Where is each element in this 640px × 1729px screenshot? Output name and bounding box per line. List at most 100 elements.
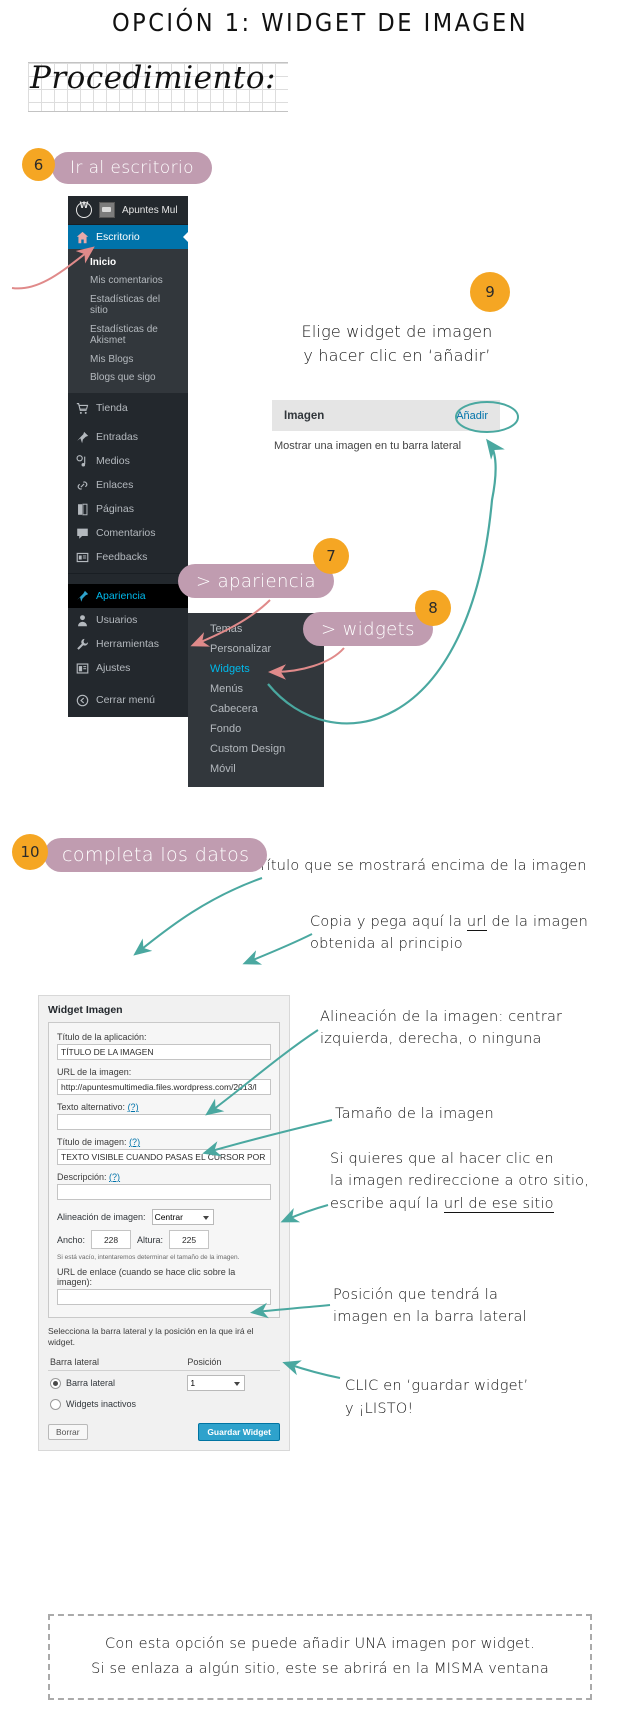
available-widget-imagen[interactable]: Imagen Añadir Mostrar una imagen en tu b… <box>272 400 500 452</box>
sidebar-item-escritorio[interactable]: Escritorio <box>68 225 189 249</box>
sidebar-item-usuarios[interactable]: Usuarios <box>68 608 188 632</box>
procedimiento-label: Procedimiento: <box>30 60 276 96</box>
sidebar-lower-group: Apariencia Usuarios Herramientas <box>68 573 188 717</box>
note-link-link-words: url de ese sitio <box>443 1195 554 1213</box>
titulo-aplicacion-input[interactable] <box>57 1044 271 1060</box>
step-label-apariencia: > apariencia <box>178 564 334 598</box>
field-titulo-aplicacion: Título de la aplicación: <box>57 1032 271 1060</box>
submenu-item-inicio[interactable]: Inicio <box>90 256 117 268</box>
url-enlace-input[interactable] <box>57 1289 271 1305</box>
submenu-item-menus[interactable]: Menús <box>210 683 244 695</box>
submenu-item-fondo[interactable]: Fondo <box>210 723 242 735</box>
field-url-imagen: URL de la imagen: <box>57 1067 271 1095</box>
note-save-widget: CLIC en ‘guardar widget’ y ¡LISTO! <box>345 1375 625 1421</box>
cell-widgets-inactivos[interactable]: Widgets inactivos <box>48 1395 185 1414</box>
sidebar-item-label: Páginas <box>96 503 134 515</box>
sidebar-item-label: Entradas <box>96 431 139 443</box>
table-header-row: Barra lateral Posición <box>48 1354 280 1372</box>
sidebar-item-herramientas[interactable]: Herramientas <box>68 632 188 656</box>
field-label-text: Descripción: <box>57 1172 107 1182</box>
table-row[interactable]: Widgets inactivos <box>48 1395 280 1414</box>
sidebar-item-label: Cerrar menú <box>96 694 155 706</box>
note-link-line2: la imagen redireccione a otro sitio, <box>330 1173 590 1190</box>
submenu-item-mis-comentarios[interactable]: Mis comentarios <box>90 275 163 286</box>
step-number-7: 7 <box>313 538 349 574</box>
sidebar-item-comentarios[interactable]: Comentarios <box>68 521 188 545</box>
radio-label: Widgets inactivos <box>66 1399 137 1410</box>
dashboard-submenu[interactable]: Inicio Mis comentarios Estadísticas del … <box>68 249 188 393</box>
texto-alternativo-input[interactable] <box>57 1114 271 1130</box>
note-url-link-word: url <box>466 914 487 931</box>
sidebar-item-tienda[interactable]: Tienda <box>68 396 188 420</box>
step-label-completa-los-datos: completa los datos <box>44 838 268 872</box>
descripcion-input[interactable] <box>57 1184 271 1200</box>
sidebar-item-label: Ajustes <box>96 662 131 674</box>
step-number-10: 10 <box>12 834 48 870</box>
appearance-submenu[interactable]: Temas Personalizar Widgets Menús Cabecer… <box>188 613 324 787</box>
field-label: Texto alternativo: (?) <box>57 1102 271 1112</box>
field-label: URL de la imagen: <box>57 1067 132 1077</box>
field-dimensiones: Ancho: Altura: <box>57 1230 271 1249</box>
form-footer: Borrar Guardar Widget <box>48 1423 280 1442</box>
sidebar-item-enlaces[interactable]: Enlaces <box>68 473 188 497</box>
delete-button[interactable]: Borrar <box>48 1424 88 1441</box>
submenu-item-cabecera[interactable]: Cabecera <box>210 703 258 715</box>
widget-name-label: Imagen <box>284 409 325 422</box>
site-name-label[interactable]: Apuntes Mul <box>122 204 178 216</box>
help-link-icon[interactable]: (?) <box>129 1137 141 1147</box>
titulo-imagen-input[interactable] <box>57 1149 271 1165</box>
wrench-icon <box>77 638 89 650</box>
media-icon <box>76 454 86 467</box>
field-label: Título de la aplicación: <box>57 1032 147 1042</box>
note-alignment: Alineación de la imagen: centrar izquier… <box>320 1009 563 1047</box>
table-row[interactable]: Barra lateral 1 <box>48 1371 280 1396</box>
submenu-item-estadisticas-akismet[interactable]: Estadísticas de Akismet <box>90 323 158 347</box>
note-choose-widget: Elige widget de imagen y hacer clic en ‘… <box>301 322 493 365</box>
note-save-line1: CLIC en ‘guardar widget’ <box>345 1378 529 1394</box>
col-barra-lateral: Barra lateral <box>48 1354 186 1372</box>
alineacion-select-wrapper[interactable]: Centrar <box>151 1209 214 1225</box>
cell-posicion[interactable]: 1 <box>185 1371 280 1396</box>
submenu-item-custom-design[interactable]: Custom Design <box>210 743 286 755</box>
sidebar-item-label: Usuarios <box>96 614 138 626</box>
sidebar-item-feedbacks[interactable]: Feedbacks <box>68 545 188 569</box>
sidebar-item-cerrar-menu[interactable]: Cerrar menú <box>68 688 188 717</box>
submenu-item-movil[interactable]: Móvil <box>210 763 236 775</box>
wp-admin-bar[interactable]: Apuntes Mul <box>68 196 188 225</box>
help-link-icon[interactable]: (?) <box>127 1102 139 1112</box>
help-link-icon[interactable]: (?) <box>109 1172 121 1182</box>
step-label-widgets: > widgets <box>303 612 433 646</box>
ancho-input[interactable] <box>91 1230 132 1249</box>
cell-barra-lateral[interactable]: Barra lateral <box>48 1371 185 1396</box>
field-label-text: Título de imagen: <box>57 1137 127 1147</box>
sidebar-item-paginas[interactable]: Páginas <box>68 497 188 521</box>
wordpress-logo-icon[interactable] <box>76 200 92 218</box>
posicion-select-wrapper[interactable]: 1 <box>187 1375 246 1392</box>
url-imagen-input[interactable] <box>57 1079 271 1095</box>
sidebar-item-ajustes[interactable]: Ajustes <box>68 656 188 680</box>
submenu-item-mis-blogs[interactable]: Mis Blogs <box>90 353 134 365</box>
step-number-8: 8 <box>415 590 451 626</box>
sidebar-item-entradas[interactable]: Entradas <box>68 425 188 449</box>
sidebar-item-label: Escritorio <box>96 231 140 243</box>
ancho-label: Ancho: <box>57 1234 86 1245</box>
submenu-item-estadisticas-sitio[interactable]: Estadísticas del sitio <box>90 293 161 317</box>
sidebar-item-medios[interactable]: Medios <box>68 449 188 473</box>
radio-barra-lateral[interactable] <box>50 1377 61 1389</box>
alineacion-select[interactable]: Centrar <box>151 1209 214 1225</box>
widget-header-row[interactable]: Imagen Añadir <box>272 400 500 431</box>
add-widget-link[interactable]: Añadir <box>456 409 488 422</box>
submenu-item-widgets[interactable]: Widgets <box>210 663 250 675</box>
summary-line-1: Con esta opción se puede añadir UNA imag… <box>105 1636 535 1653</box>
radio-widgets-inactivos[interactable] <box>50 1399 61 1411</box>
sidebar-item-apariencia[interactable]: Apariencia <box>68 584 188 608</box>
wordpress-admin-sidebar[interactable]: Apuntes Mul Escritorio Inicio Mis coment… <box>68 196 189 717</box>
submenu-item-personalizar[interactable]: Personalizar <box>210 643 272 655</box>
widget-image-settings-panel[interactable]: Widget Imagen Título de la aplicación: U… <box>38 995 290 1452</box>
cart-icon <box>76 402 89 414</box>
altura-input[interactable] <box>169 1230 210 1249</box>
save-widget-button[interactable]: Guardar Widget <box>198 1423 280 1442</box>
posicion-select[interactable]: 1 <box>187 1375 246 1392</box>
submenu-item-blogs-que-sigo[interactable]: Blogs que sigo <box>90 372 156 383</box>
current-menu-arrow-icon <box>183 231 189 243</box>
